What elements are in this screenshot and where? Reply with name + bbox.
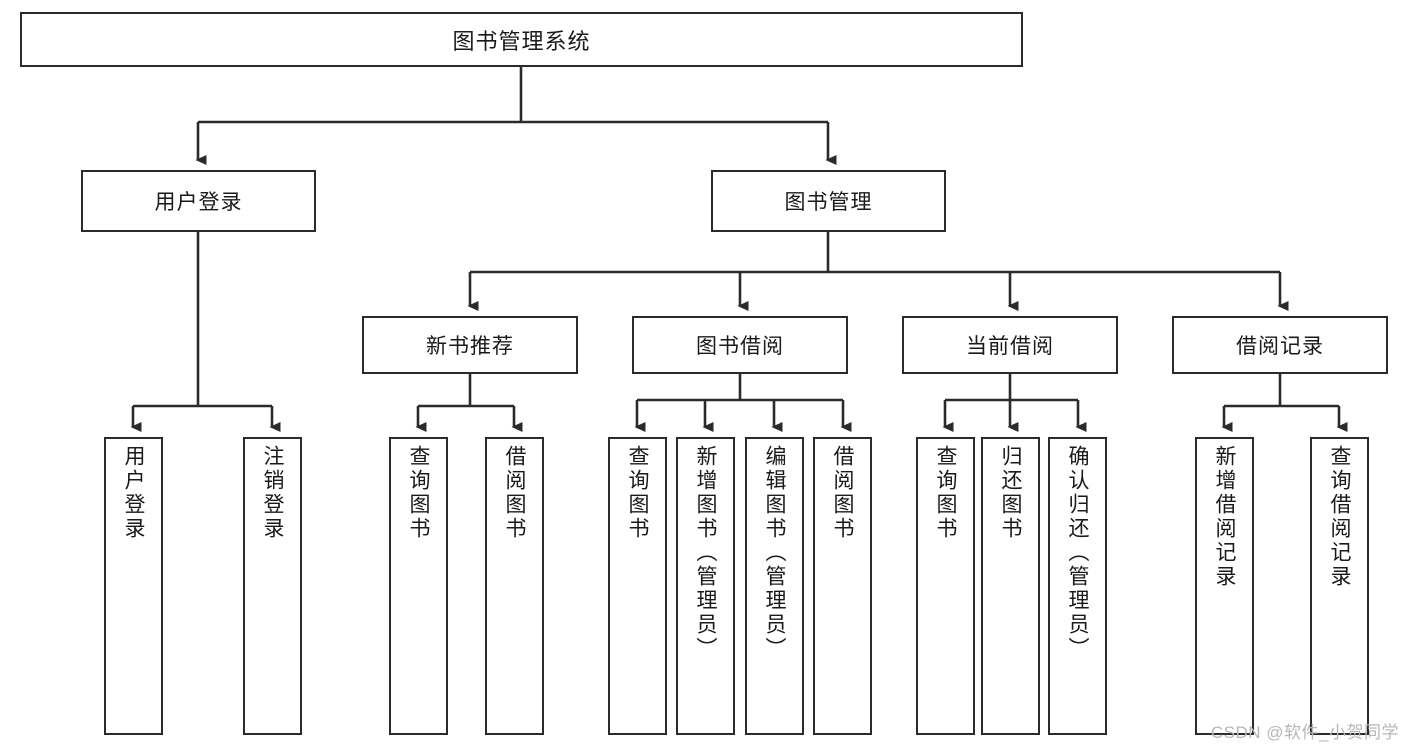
node-label: 用户登录 — [154, 191, 243, 214]
leaf-query-record[interactable]: 查询借阅记录 — [1310, 437, 1369, 735]
node-label: 借阅图书 — [503, 445, 526, 541]
node-label: 查询图书 — [626, 445, 649, 541]
node-label: 新增图书（管理员） — [694, 445, 717, 661]
node-label: 查询借阅记录 — [1328, 445, 1351, 589]
node-book-borrow[interactable]: 图书借阅 — [632, 316, 848, 374]
node-label: 新增借阅记录 — [1213, 445, 1236, 589]
leaf-return-book[interactable]: 归还图书 — [981, 437, 1040, 735]
node-label: 借阅图书 — [831, 445, 854, 541]
node-label: 归还图书 — [999, 445, 1022, 541]
node-current-borrow[interactable]: 当前借阅 — [902, 316, 1118, 374]
leaf-query-book-3[interactable]: 查询图书 — [916, 437, 975, 735]
leaf-query-book-1[interactable]: 查询图书 — [389, 437, 448, 735]
node-new-book-recommend[interactable]: 新书推荐 — [362, 316, 578, 374]
watermark: CSDN @软件_小贺同学 — [1210, 723, 1399, 742]
node-label: 查询图书 — [407, 445, 430, 541]
leaf-query-book-2[interactable]: 查询图书 — [608, 437, 667, 735]
node-label: 查询图书 — [934, 445, 957, 541]
node-user-login[interactable]: 用户登录 — [81, 170, 316, 232]
node-label: 图书借阅 — [696, 335, 784, 358]
node-borrow-record[interactable]: 借阅记录 — [1172, 316, 1388, 374]
leaf-confirm-return[interactable]: 确认归还（管理员） — [1048, 437, 1107, 735]
leaf-add-book[interactable]: 新增图书（管理员） — [676, 437, 735, 735]
leaf-edit-book[interactable]: 编辑图书（管理员） — [745, 437, 804, 735]
node-label: 注销登录 — [261, 445, 284, 541]
node-label: 确认归还（管理员） — [1066, 445, 1089, 661]
node-label: 用户登录 — [122, 445, 145, 541]
node-label: 图书管理 — [784, 191, 873, 214]
leaf-add-record[interactable]: 新增借阅记录 — [1195, 437, 1254, 735]
node-label: 借阅记录 — [1236, 335, 1324, 358]
node-book-manage[interactable]: 图书管理 — [711, 170, 946, 232]
leaf-logout[interactable]: 注销登录 — [243, 437, 302, 735]
node-label: 当前借阅 — [966, 335, 1054, 358]
node-label: 编辑图书（管理员） — [763, 445, 786, 661]
node-label: 新书推荐 — [426, 335, 514, 358]
node-root-system[interactable]: 图书管理系统 — [20, 12, 1023, 67]
node-label: 图书管理系统 — [452, 28, 591, 54]
leaf-borrow-book-2[interactable]: 借阅图书 — [813, 437, 872, 735]
leaf-user-login[interactable]: 用户登录 — [104, 437, 163, 735]
leaf-borrow-book-1[interactable]: 借阅图书 — [485, 437, 544, 735]
